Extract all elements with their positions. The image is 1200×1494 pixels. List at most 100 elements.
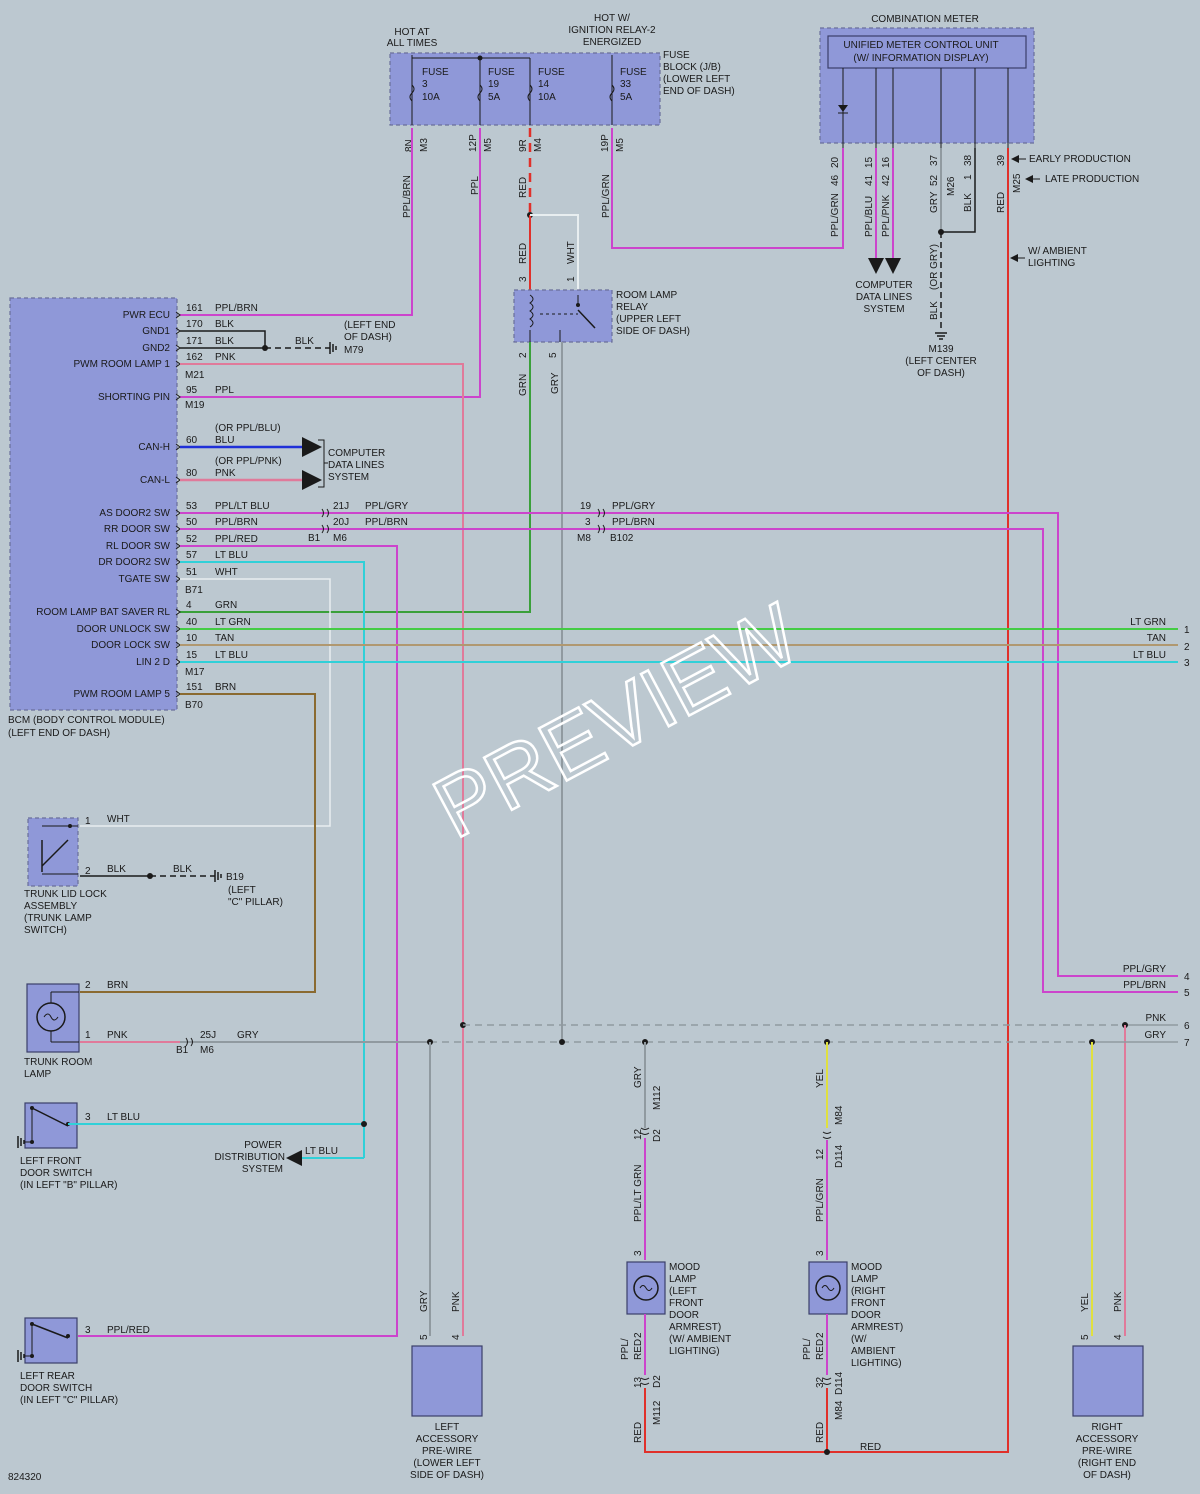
fuse-block-label-2: BLOCK (J/B) [663,62,721,73]
wire-ppl-top: PPL [470,176,481,195]
left-front-door-switch: 3 LT BLU LEFT FRONT DOOR SWITCH (IN LEFT… [17,1102,367,1191]
all-times-label: ALL TIMES [387,38,438,49]
red-bottom-label: RED [860,1442,881,1453]
connector-icon [822,1131,832,1139]
bcm-conn-m17: M17 [185,667,205,678]
lamp-icon [633,1275,659,1301]
meter-m25: M25 [1012,173,1023,193]
mood-left-wire: PPL/LT GRN [633,1165,644,1222]
computer-data-bcm-2: DATA LINES [328,460,385,471]
bcm-pin-number: 60 [186,435,198,446]
computer-data-top-line3: SYSTEM [863,304,904,315]
bcm-pin-name: PWM ROOM LAMP 5 [74,689,171,700]
right-acc-yel: YEL [1080,1293,1091,1312]
right-acc-label-1: RIGHT [1091,1422,1122,1433]
relay-pin-5: 5 [548,352,559,358]
fuse-block-label-1: FUSE [663,50,690,61]
trunk-lid-label-2: ASSEMBLY [24,901,77,912]
connector-25j-icon [185,1037,193,1047]
meter-pin-39: 39 [996,154,1007,166]
trunk-room-pin2: 2 [85,980,91,991]
bcm-pin-number: 57 [186,550,198,561]
bcm-label-1: BCM (BODY CONTROL MODULE) [8,715,165,726]
mood-right-red: RED [815,1339,826,1360]
w-ambient-line1: W/ AMBIENT [1028,246,1087,257]
bcm-wires: BLK (LEFT END OF DASH) M79 (OR PPL/BLU) … [78,320,1178,1337]
bcm-pin-wire: BLU [215,435,234,446]
energized-label: ENERGIZED [583,37,641,48]
mood-right-label-1: MOOD [851,1262,882,1273]
fuse-14-num: 14 [538,79,550,90]
m8-label: M8 [577,533,591,544]
left-acc-gry: GRY [419,1290,430,1312]
bcm-pin-number: 15 [186,650,198,661]
lf-door-label-3: (IN LEFT "B" PILLAR) [20,1180,118,1191]
switch-icon [31,1323,69,1339]
mood-left-p2: 2 [633,1332,644,1338]
meter-wire-ppl-pnk: PPL/PNK [881,194,892,237]
wire-ppl-brn-top: PPL/BRN [402,175,413,218]
bcm-pin-number: 161 [186,303,203,314]
meter-m26: M26 [946,176,957,196]
edge-num-1: 1 [1184,625,1190,636]
left-acc-pnk: PNK [451,1291,462,1312]
mood-right-m84b: M84 [834,1400,845,1420]
bcm-pin-name: RR DOOR SW [104,524,171,535]
b19-loc-2: "C" PILLAR) [228,897,283,908]
ppl-gry-mid-2: PPL/GRY [612,501,655,512]
trunk-lid-blk1: BLK [107,864,126,875]
bcm-pin-wire: PPL/BRN [215,303,258,314]
bcm-pin-name: DR DOOR2 SW [98,557,170,568]
bcm-pin-wire: LT BLU [215,550,248,561]
fuse-block-label-4: END OF DASH) [663,86,735,97]
mood-right-m84: M84 [834,1105,845,1125]
trunk-room-brn: BRN [107,980,128,991]
lr-door-label-2: DOOR SWITCH [20,1383,92,1394]
connector-20j: 20J [333,517,349,528]
relay-coil-icon [529,294,534,328]
right-acc-p5: 5 [1080,1334,1091,1340]
connector-21j: 21J [333,501,349,512]
trunk-lid-pin1: 1 [85,816,91,827]
relay-switch-icon [577,309,596,329]
bcm-pin-wire: WHT [215,567,238,578]
meter-pin-52: 52 [929,174,940,186]
mood-right-label-3: (RIGHT [851,1286,885,1297]
edge-wire-2: TAN [1147,633,1166,644]
bcm-pin-wire: PNK [215,468,236,479]
bcm-pin-number: 53 [186,501,198,512]
bcm-pin-name: ROOM LAMP BAT SAVER RL [36,607,170,618]
lf-door-wire: LT BLU [107,1112,140,1123]
bcm-pin-name: CAN-L [140,475,170,486]
fuse-block-label-3: (LOWER LEFT [663,74,730,85]
pin-m5b: M5 [615,138,626,152]
or-gry-label: (OR GRY) [929,244,940,290]
mood-right-label-5: DOOR [851,1310,881,1321]
left-acc-p5: 5 [419,1334,430,1340]
bcm-pin-number: 10 [186,633,198,644]
edge-wire-4: PPL/GRY [1123,964,1166,975]
right-acc-label-3: PRE-WIRE [1082,1446,1132,1457]
diode-icon [838,105,848,112]
fuse-3-num: 3 [422,79,428,90]
m79-label: M79 [344,345,364,356]
meter-pin-41: 41 [864,174,875,186]
fuse-33-label: FUSE [620,67,647,78]
lr-door-label-1: LEFT REAR [20,1371,75,1382]
lf-door-label-1: LEFT FRONT [20,1156,81,1167]
mood-right-p3: 3 [815,1250,826,1256]
pin-m3: M3 [419,138,430,152]
mood-left-m112b: M112 [652,1400,663,1425]
trunk-lid-wht: WHT [107,814,130,825]
connector-20j-icon [321,524,329,534]
meter-wire-red: RED [996,192,1007,213]
mood-left-d2b: D2 [652,1375,663,1388]
trunk-room-m6: M6 [200,1045,214,1056]
connector-3-icon [597,524,605,534]
meter-pin-42: 42 [881,174,892,186]
computer-data-bcm-1: COMPUTER [328,448,385,459]
mood-right-label-9: LIGHTING) [851,1358,902,1369]
fuse-block: HOT AT ALL TIMES HOT W/ IGNITION RELAY-2… [387,13,735,152]
top-wires: PPL/BRN PPL RED PPL/GRN [180,128,844,398]
trunk-room-pnk: PNK [107,1030,128,1041]
